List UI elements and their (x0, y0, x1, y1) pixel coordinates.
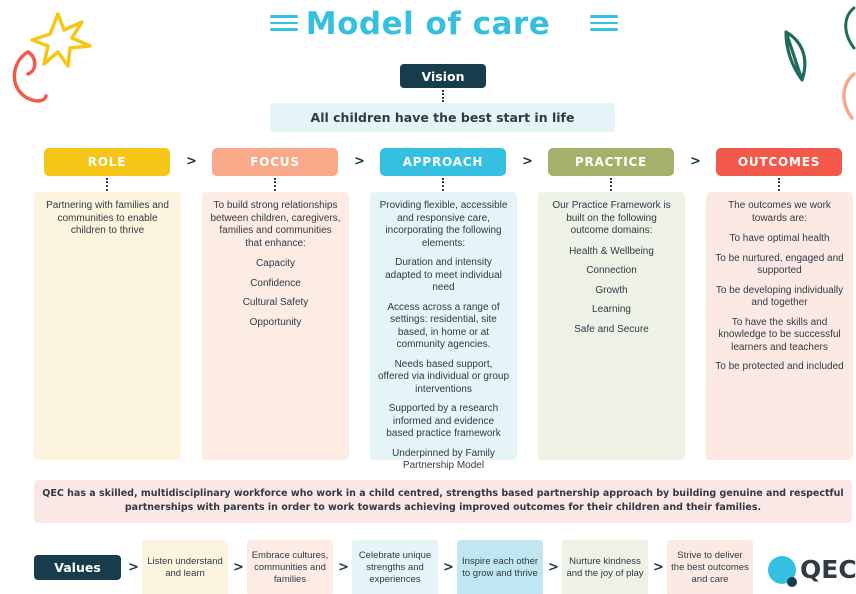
focus-item: Opportunity (249, 316, 302, 328)
practice-header: PRACTICE (548, 148, 674, 176)
approach-column: Providing flexible, accessible and respo… (370, 192, 517, 471)
outcomes-item: To have the skills and knowledge to be s… (718, 316, 841, 353)
practice-item: Growth (595, 284, 628, 296)
qec-logo-text: QEC (800, 555, 856, 584)
arrow-right-icon: > (233, 560, 244, 575)
value-item: Listen understand and learn (142, 540, 228, 594)
focus-item: Capacity (256, 258, 295, 269)
approach-header: APPROACH (380, 148, 506, 176)
role-text: Partnering with families and communities… (46, 200, 169, 236)
values-label: Values (34, 555, 121, 580)
role-connector (106, 178, 108, 191)
arrow-right-icon: > (443, 560, 454, 575)
outcomes-item: To have optimal health (729, 233, 830, 244)
approach-item: Duration and intensity adapted to meet i… (385, 257, 502, 293)
qec-logo-icon (768, 556, 797, 587)
focus-connector (274, 178, 276, 191)
value-item: Inspire each other to grow and thrive (457, 540, 543, 594)
outcomes-item: To be protected and included (715, 361, 844, 372)
vision-connector (442, 90, 444, 102)
arrow-right-icon: > (690, 154, 701, 169)
value-item: Nurture kindness and the joy of play (562, 540, 648, 594)
leaf-outline-decoration-icon (844, 6, 856, 50)
value-item: Embrace cultures, communities and famili… (247, 540, 333, 594)
focus-item: Confidence (250, 277, 301, 289)
arrow-right-icon: > (548, 560, 559, 575)
approach-item: Access across a range of settings: resid… (387, 301, 500, 351)
focus-header: FOCUS (212, 148, 338, 176)
role-header: ROLE (44, 148, 170, 176)
focus-intro: To build strong relationships between ch… (210, 200, 341, 249)
approach-item: Supported by a research informed and evi… (386, 403, 501, 439)
approach-intro: Providing flexible, accessible and respo… (379, 200, 508, 249)
role-column: Partnering with families and communities… (34, 192, 181, 460)
practice-column: Our Practice Framework is built on the f… (538, 192, 685, 460)
title-dash-left-icon (270, 15, 298, 35)
approach-connector (442, 178, 444, 191)
outcomes-item: To be nurtured, engaged and supported (715, 252, 844, 277)
approach-item: Needs based support, offered via individ… (378, 358, 510, 395)
title-dash-right-icon (590, 15, 618, 35)
outcomes-header: OUTCOMES (716, 148, 842, 176)
arrow-right-icon: > (128, 560, 139, 575)
page-title: Model of care (305, 6, 551, 42)
arrow-right-icon: > (522, 154, 533, 169)
practice-item: Health & Wellbeing (569, 245, 654, 257)
outcomes-connector (778, 178, 780, 191)
practice-intro: Our Practice Framework is built on the f… (552, 200, 671, 236)
value-item: Celebrate unique strengths and experienc… (352, 540, 438, 594)
outcomes-intro: The outcomes we work towards are: (728, 200, 831, 224)
arrow-right-icon: > (653, 560, 664, 575)
star-decoration-icon (30, 12, 92, 68)
workforce-statement: QEC has a skilled, multidisciplinary wor… (34, 480, 852, 523)
arrow-right-icon: > (338, 560, 349, 575)
arrow-right-icon: > (186, 154, 197, 169)
value-item: Strive to deliver the best outcomes and … (667, 540, 753, 594)
outcomes-column: The outcomes we work towards are: To hav… (706, 192, 853, 460)
practice-connector (610, 178, 612, 191)
focus-column: To build strong relationships between ch… (202, 192, 349, 460)
vision-label: Vision (400, 64, 486, 88)
focus-item: Cultural Safety (242, 297, 309, 308)
practice-item: Connection (586, 265, 637, 276)
arrow-right-icon: > (354, 154, 365, 169)
swirl-decoration-icon (12, 50, 48, 103)
practice-item: Learning (592, 304, 631, 315)
approach-item: Underpinned by Family Partnership Model (392, 447, 495, 472)
vision-statement: All children have the best start in life (270, 103, 615, 132)
practice-item: Safe and Secure (574, 323, 649, 335)
leaf-orange-decoration-icon (842, 72, 856, 120)
outcomes-item: To be developing individually and togeth… (715, 284, 844, 309)
leaf-decoration-icon (784, 30, 807, 82)
